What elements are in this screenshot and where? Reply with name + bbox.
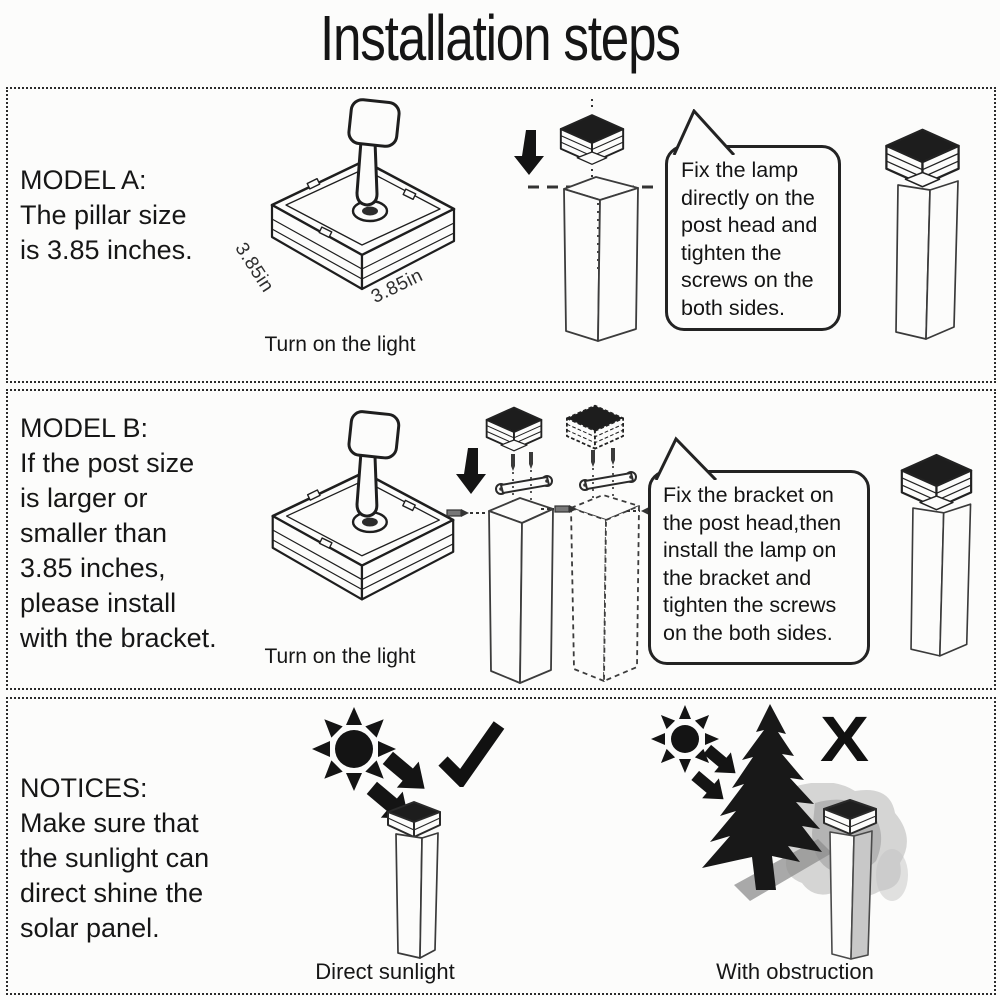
model-b-install-illustration [446, 404, 664, 684]
lamp-cap-icon [565, 404, 625, 450]
down-arrow-icon [456, 448, 486, 494]
down-arrow-icon [514, 130, 544, 175]
model-a-heading: MODEL A: [20, 165, 147, 195]
model-a-caption: Turn on the light [264, 333, 416, 356]
post-icon [570, 494, 640, 682]
x-mark: X [820, 703, 870, 775]
notices-description: Make sure that the sunlight can direct s… [20, 808, 210, 943]
sun-icon [651, 705, 719, 773]
sun-icon [312, 707, 396, 791]
section-notices: NOTICES: Make sure that the sunlight can… [6, 697, 996, 995]
model-a-text: MODEL A: The pillar size is 3.85 inches. [20, 163, 193, 268]
notices-text: NOTICES: Make sure that the sunlight can… [20, 771, 209, 946]
speech-bubble-tail [654, 436, 718, 480]
model-b-text: MODEL B: If the post size is larger or s… [20, 411, 217, 656]
speech-bubble-tail [672, 109, 736, 155]
finished-post-illustration [885, 128, 960, 340]
model-a-description: The pillar size is 3.85 inches. [20, 200, 193, 265]
model-b-heading: MODEL B: [20, 413, 149, 443]
section-model-a: MODEL A: The pillar size is 3.85 inches.… [6, 87, 996, 383]
post-in-sunlight-illustration [387, 801, 441, 959]
with-obstruction-label: With obstruction [716, 959, 874, 984]
post-icon [563, 176, 639, 342]
lamp-cap-icon [559, 114, 625, 165]
sunlight-arrow-icon [691, 770, 724, 800]
model-a-install-illustration [514, 99, 660, 342]
page-title-text: Installation steps [320, 2, 681, 74]
lamp-cap-icon [485, 406, 543, 452]
pine-tree-icon [702, 704, 822, 890]
bracket-icon [495, 475, 553, 495]
model-a-speech-bubble: Fix the lamp directly on the post head a… [665, 145, 841, 331]
post-icon [488, 497, 554, 684]
notices-heading: NOTICES: [20, 773, 148, 803]
post-icon [823, 799, 877, 835]
sunlight-arrow-icon [382, 751, 425, 789]
checkmark-icon [438, 721, 505, 787]
page-title: Installation steps [0, 0, 1000, 84]
section-model-b: MODEL B: If the post size is larger or s… [6, 389, 996, 690]
screws [511, 448, 615, 471]
bracket-icon [579, 471, 637, 491]
lamp-base-with-key-illustration [271, 410, 455, 601]
model-b-description: If the post size is larger or smaller th… [20, 448, 217, 653]
key-icon [347, 410, 401, 518]
direct-sunlight-label: Direct sunlight [315, 959, 455, 984]
model-b-caption: Turn on the light [264, 645, 416, 668]
key-icon [347, 98, 401, 207]
lamp-base-with-key-illustration [270, 98, 456, 291]
model-b-speech-bubble: Fix the bracket on the post head,then in… [648, 470, 870, 665]
finished-post-illustration [900, 453, 973, 657]
sunlight-arrow-icon [703, 744, 736, 774]
post-with-shadow-illustration [734, 783, 908, 960]
